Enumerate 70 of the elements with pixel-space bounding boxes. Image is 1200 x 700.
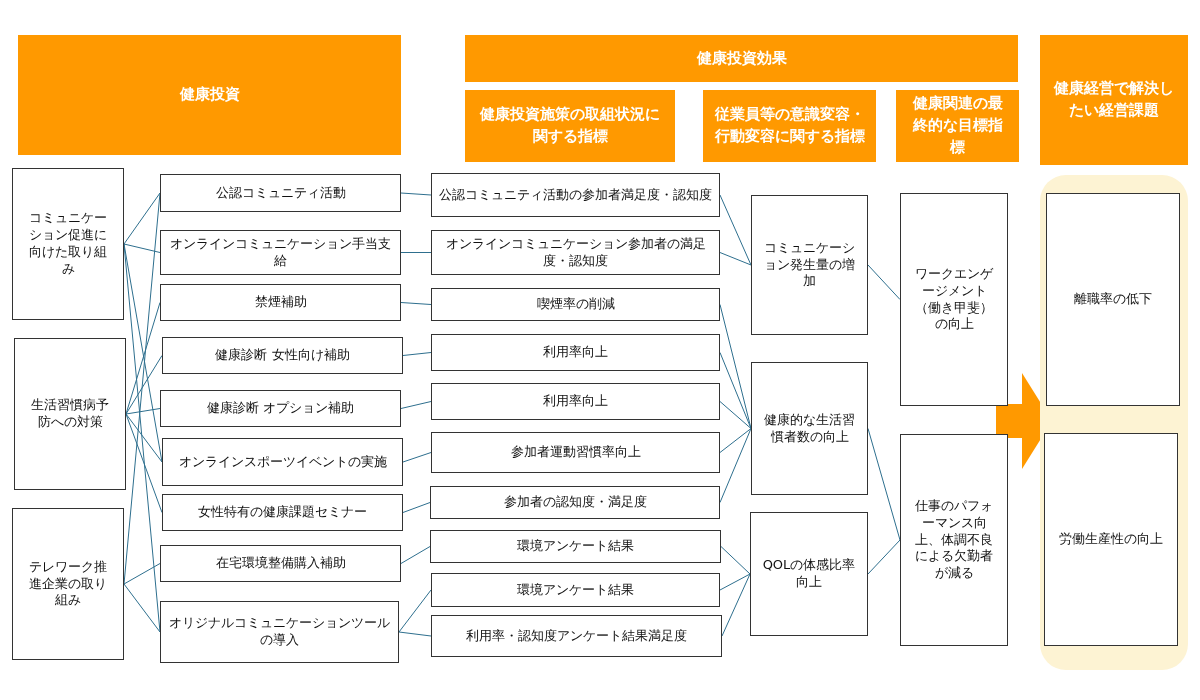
connector-line xyxy=(125,302,161,415)
text-box: コミュニケーション促進に向けた取り組み xyxy=(12,168,124,320)
text-box: 仕事のパフォーマンス向上、体調不良による欠勤者が減る xyxy=(900,434,1008,646)
connector-line xyxy=(125,413,163,463)
text-box: 健康的な生活習慣者数の向上 xyxy=(751,362,868,495)
connector-line xyxy=(719,352,752,429)
connector-line xyxy=(719,194,752,266)
column-header: 健康投資 xyxy=(18,35,401,155)
text-box: 利用率向上 xyxy=(431,334,720,371)
text-box: オンラインコミュニケーション参加者の満足度・認知度 xyxy=(431,230,720,275)
column-header: 健康投資効果 xyxy=(465,35,1018,82)
text-box: 女性特有の健康課題セミナー xyxy=(162,494,403,531)
connector-line xyxy=(402,502,431,513)
connector-line xyxy=(400,302,432,305)
column-header: 健康経営で解決したい経営課題 xyxy=(1040,35,1188,165)
connector-line xyxy=(719,304,752,429)
connector-line xyxy=(125,408,161,415)
issue-panel xyxy=(1040,175,1188,670)
text-box: 禁煙補助 xyxy=(160,284,401,321)
connector-line xyxy=(125,355,163,415)
text-box: 公認コミュニティ活動の参加者満足度・認知度 xyxy=(431,173,720,217)
connector-line xyxy=(719,252,752,266)
text-box: 公認コミュニティ活動 xyxy=(160,174,401,212)
connector-line xyxy=(402,452,432,463)
text-box: 離職率の低下 xyxy=(1046,193,1180,406)
text-box: コミュニケーション発生量の増加 xyxy=(751,195,868,335)
connector-line xyxy=(123,563,161,585)
connector-line xyxy=(402,352,432,356)
connector-line xyxy=(867,428,901,541)
connector-line xyxy=(719,428,752,453)
text-box: 健康診断 女性向け補助 xyxy=(162,337,403,374)
text-box: 生活習慣病予防への対策 xyxy=(14,338,126,490)
text-box: 環境アンケート結果 xyxy=(431,573,720,607)
text-box: 健康診断 オプション補助 xyxy=(160,390,401,427)
text-box: 参加者の認知度・満足度 xyxy=(430,486,720,519)
text-box: オンラインスポーツイベントの実施 xyxy=(162,438,403,486)
connector-line xyxy=(123,192,161,585)
column-header: 健康関連の最終的な目標指標 xyxy=(896,90,1019,162)
text-box: 利用率向上 xyxy=(431,383,720,420)
connector-line xyxy=(123,192,161,245)
connector-line xyxy=(720,546,751,575)
connector-line xyxy=(123,583,161,633)
column-header: 健康投資施策の取組状況に関する指標 xyxy=(465,90,675,162)
connector-line xyxy=(400,546,431,564)
text-box: 労働生産性の向上 xyxy=(1044,433,1178,646)
text-box: 利用率・認知度アンケート結果満足度 xyxy=(431,615,722,657)
text-box: オンラインコミュニケーション手当支給 xyxy=(160,230,401,275)
connector-line xyxy=(398,589,432,633)
connector-line xyxy=(867,264,901,300)
connector-line xyxy=(400,252,432,253)
text-box: 喫煙率の削減 xyxy=(431,288,720,321)
column-header: 従業員等の意識変容・行動変容に関する指標 xyxy=(703,90,876,162)
connector-line xyxy=(400,401,432,409)
text-box: QOLの体感比率向上 xyxy=(750,512,868,636)
connector-line xyxy=(719,573,751,591)
text-box: 参加者運動習慣率向上 xyxy=(431,432,720,473)
connector-line xyxy=(719,401,752,429)
connector-line xyxy=(123,243,161,253)
connector-line xyxy=(721,573,751,637)
connector-line xyxy=(398,631,432,637)
text-box: ワークエンゲージメント（働き甲斐）の向上 xyxy=(900,193,1008,406)
text-box: 環境アンケート結果 xyxy=(430,530,721,563)
connector-line xyxy=(867,539,901,575)
text-box: オリジナルコミュニケーションツールの導入 xyxy=(160,601,399,663)
text-box: 在宅環境整備購入補助 xyxy=(160,545,401,582)
connector-line xyxy=(719,428,752,503)
connector-line xyxy=(123,243,161,633)
connector-line xyxy=(400,192,432,196)
text-box: テレワーク推進企業の取り組み xyxy=(12,508,124,660)
connector-line xyxy=(125,413,163,513)
